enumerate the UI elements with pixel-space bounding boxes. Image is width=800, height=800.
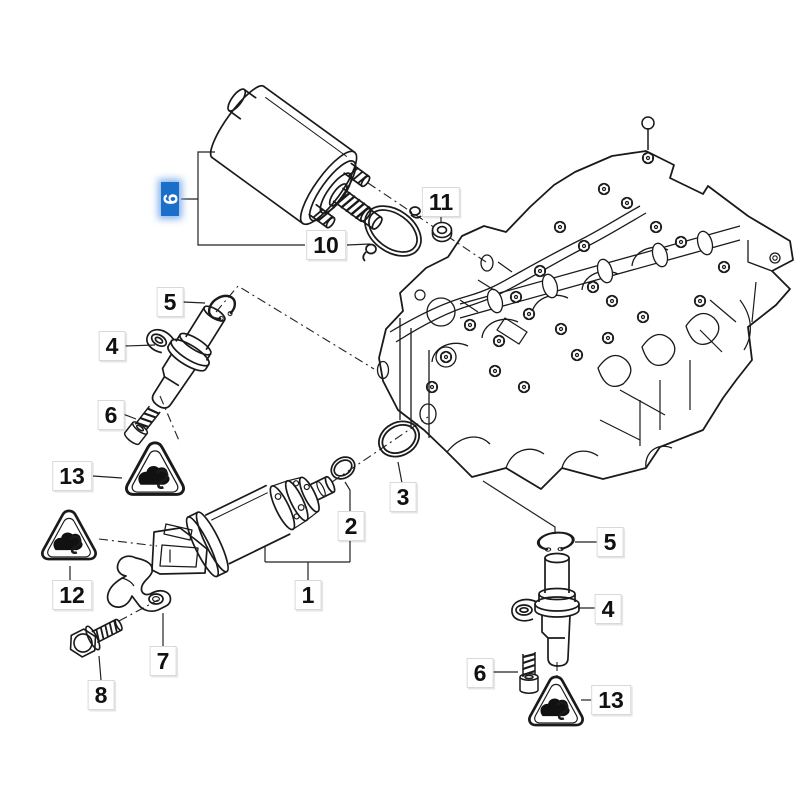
callout-10[interactable]: 10 xyxy=(306,230,346,260)
callout-13-left[interactable]: 13 xyxy=(52,461,92,491)
screw-right-drawing xyxy=(518,650,540,695)
callout-3[interactable]: 3 xyxy=(389,482,417,512)
callout-9-highlighted[interactable]: 9 xyxy=(159,182,181,216)
callout-2[interactable]: 2 xyxy=(337,511,365,541)
warning-triangle-left-drawing xyxy=(125,441,185,496)
callout-1[interactable]: 1 xyxy=(294,580,322,610)
actuator-motor-drawing xyxy=(209,85,383,230)
profile-gasket-drawing xyxy=(362,205,422,262)
screw-left-drawing xyxy=(121,401,164,448)
callout-8[interactable]: 8 xyxy=(87,680,115,710)
warning-triangle-lower-drawing xyxy=(41,509,97,561)
callout-4-right[interactable]: 4 xyxy=(594,594,622,624)
callout-13-right[interactable]: 13 xyxy=(591,685,631,715)
callout-4-left[interactable]: 4 xyxy=(98,331,126,361)
callout-7[interactable]: 7 xyxy=(149,646,177,676)
callout-5-left[interactable]: 5 xyxy=(156,287,184,317)
snap-ring-right-drawing xyxy=(535,529,576,555)
leader-lines xyxy=(69,151,601,701)
cylinder-head-drawing xyxy=(376,116,794,490)
camshaft-sensor-right-drawing xyxy=(511,552,580,667)
callout-6-right[interactable]: 6 xyxy=(466,658,494,688)
o-ring-small-drawing xyxy=(330,456,356,480)
callout-6-left[interactable]: 6 xyxy=(97,400,125,430)
solenoid-valve-drawing xyxy=(151,475,336,578)
o-ring-large-drawing xyxy=(378,420,420,458)
assembly-axis-lines xyxy=(98,182,558,676)
callout-12[interactable]: 12 xyxy=(52,580,92,610)
hex-nut-drawing xyxy=(431,221,453,243)
callout-9-label: 9 xyxy=(159,193,181,205)
hex-bolt-drawing xyxy=(69,618,123,658)
callout-5-right[interactable]: 5 xyxy=(596,527,624,557)
snap-ring-left-drawing xyxy=(203,290,242,327)
support-bracket-drawing xyxy=(106,555,172,613)
callout-11[interactable]: 11 xyxy=(421,187,461,217)
